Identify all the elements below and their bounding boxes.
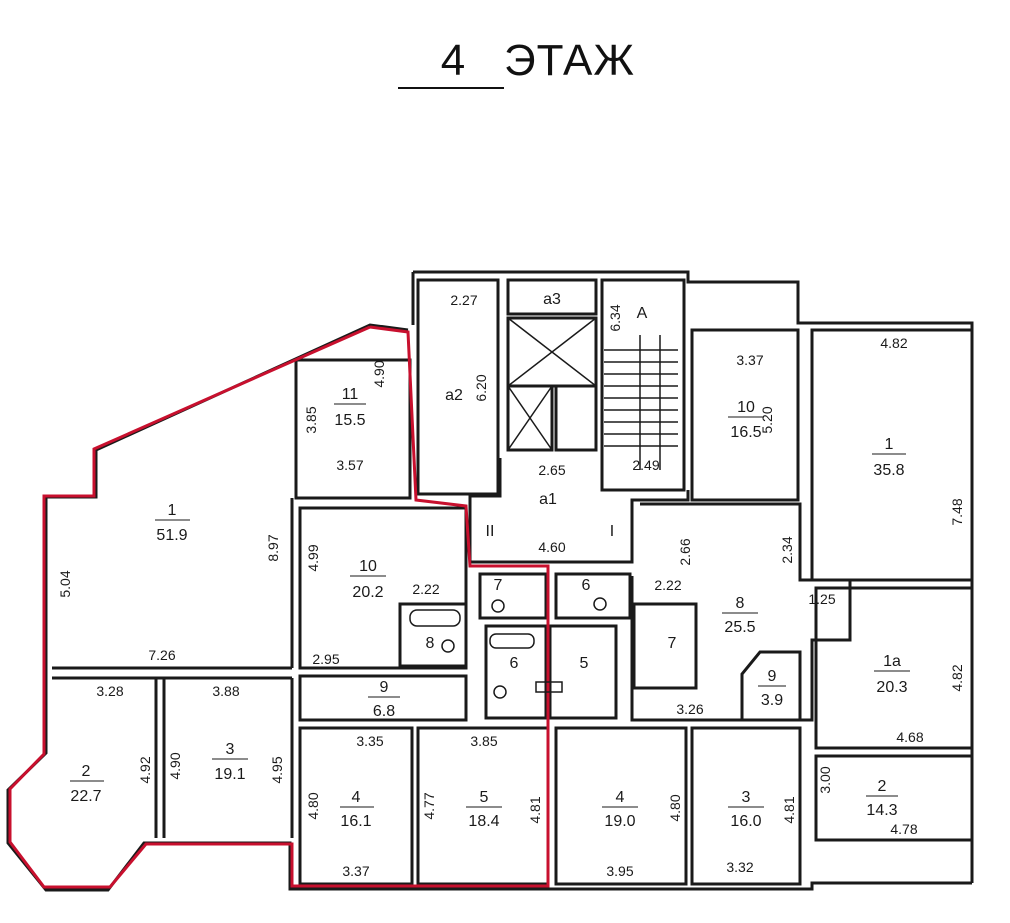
dimension-label: 4.92 bbox=[137, 756, 153, 783]
room-2-left-number: 2 bbox=[82, 763, 91, 780]
lobby-a1-label: a1 bbox=[539, 491, 557, 508]
dimension-label: 4.60 bbox=[538, 539, 565, 555]
dimension-label: 4.78 bbox=[890, 821, 917, 837]
dimension-label: 3.00 bbox=[817, 766, 833, 793]
dimension-label: 2.22 bbox=[654, 577, 681, 593]
dimension-label: 6.20 bbox=[473, 374, 489, 401]
room-a3-label: a3 bbox=[543, 291, 561, 308]
dimension-label: 3.37 bbox=[736, 352, 763, 368]
dimension-label: 4.81 bbox=[527, 796, 543, 823]
stair-a-label: A bbox=[637, 305, 648, 322]
room-5-left-area: 18.4 bbox=[468, 813, 499, 830]
room-3-left-number: 3 bbox=[226, 741, 235, 758]
dimension-label: 4.82 bbox=[949, 664, 965, 691]
dimension-label: 3.32 bbox=[726, 859, 753, 875]
room-10-left-number: 10 bbox=[359, 558, 377, 575]
room-4-left-number: 4 bbox=[352, 789, 361, 806]
room-2-right-number: 2 bbox=[878, 778, 887, 795]
room-7-right-number: 7 bbox=[668, 635, 677, 652]
room-1-right-number: 1 bbox=[885, 436, 894, 453]
dimension-label: 3.35 bbox=[356, 733, 383, 749]
room-6-right-number: 6 bbox=[582, 577, 591, 594]
dimension-label: 4.80 bbox=[305, 792, 321, 819]
dimension-label: 4.68 bbox=[896, 729, 923, 745]
dimension-label: 5.04 bbox=[57, 570, 73, 597]
room-3-right-number: 3 bbox=[742, 789, 751, 806]
room-8-right-number: 8 bbox=[736, 595, 745, 612]
room-5-center-number: 5 bbox=[580, 655, 589, 672]
room-5-left-number: 5 bbox=[480, 789, 489, 806]
dimension-label: 3.85 bbox=[303, 406, 319, 433]
dimension-label: 7.48 bbox=[949, 498, 965, 525]
dimension-label: 4.80 bbox=[667, 794, 683, 821]
dimension-label: 4.82 bbox=[880, 335, 907, 351]
room-8-right-area: 25.5 bbox=[724, 619, 755, 636]
room-9-left-area: 6.8 bbox=[373, 703, 395, 720]
dimension-label: 3.28 bbox=[96, 683, 123, 699]
floor-number-underline bbox=[398, 87, 504, 89]
dimension-label: 3.85 bbox=[470, 733, 497, 749]
dimension-label: 4.81 bbox=[781, 796, 797, 823]
dimension-label: 2.95 bbox=[312, 651, 339, 667]
room-11-number: 11 bbox=[342, 386, 359, 403]
room-8-left-number: 8 bbox=[426, 635, 435, 652]
dimension-label: 5.20 bbox=[759, 406, 775, 433]
room-2-right-area: 14.3 bbox=[866, 802, 897, 819]
corridor-a2-label: a2 bbox=[445, 387, 463, 404]
dimension-label: 2.27 bbox=[450, 292, 477, 308]
room-11-area: 15.5 bbox=[334, 412, 365, 429]
room-10-right-number: 10 bbox=[737, 399, 755, 416]
dimension-label: 3.57 bbox=[336, 457, 363, 473]
room-1a-area: 20.3 bbox=[876, 679, 907, 696]
room-1a-number: 1a bbox=[883, 653, 901, 670]
floor-number: 4 bbox=[440, 36, 466, 85]
dimension-label: 2.65 bbox=[538, 462, 565, 478]
dimension-label: 8.97 bbox=[265, 534, 281, 561]
dimension-label: 3.26 bbox=[676, 701, 703, 717]
dimension-label: 2.22 bbox=[412, 581, 439, 597]
walls bbox=[6, 270, 974, 892]
dimension-label: 3.95 bbox=[606, 863, 633, 879]
room-3-left-area: 19.1 bbox=[214, 766, 245, 783]
section-ii-label: II bbox=[486, 523, 495, 540]
room-10-left-area: 20.2 bbox=[352, 584, 383, 601]
room-1-right-area: 35.8 bbox=[873, 462, 904, 479]
room-1-left-area: 51.9 bbox=[156, 527, 187, 544]
room-10-right-area: 16.5 bbox=[730, 424, 761, 441]
dimension-label: 3.37 bbox=[342, 863, 369, 879]
dimension-label: 2.34 bbox=[779, 536, 795, 563]
dimension-label: 2.66 bbox=[677, 538, 693, 565]
room-9-right-area: 3.9 bbox=[761, 692, 783, 709]
room-9-left-number: 9 bbox=[380, 679, 389, 696]
room-7-left-number: 7 bbox=[494, 577, 503, 594]
room-3-right-area: 16.0 bbox=[730, 813, 761, 830]
room-4-right-area: 19.0 bbox=[604, 813, 635, 830]
room-1-left-number: 1 bbox=[168, 502, 177, 519]
section-i-label: I bbox=[610, 523, 614, 540]
floor-title-word: ЭТАЖ bbox=[504, 36, 636, 85]
room-9-right-number: 9 bbox=[768, 668, 777, 685]
apartment-boundary bbox=[8, 325, 550, 889]
dimension-label: 4.77 bbox=[421, 792, 437, 819]
dimension-label: 3.88 bbox=[212, 683, 239, 699]
dimension-label: 2.49 bbox=[632, 457, 659, 473]
dimension-label: 1.25 bbox=[808, 591, 835, 607]
dimension-label: 6.34 bbox=[607, 304, 623, 331]
dimension-label: 4.99 bbox=[305, 544, 321, 571]
room-2-left-area: 22.7 bbox=[70, 788, 101, 805]
room-4-right-number: 4 bbox=[616, 789, 625, 806]
dimension-label: 4.95 bbox=[269, 756, 285, 783]
dimension-label: 4.90 bbox=[167, 752, 183, 779]
dimension-label: 7.26 bbox=[148, 647, 175, 663]
dimension-label: 4.90 bbox=[371, 360, 387, 387]
plumbing-fixtures bbox=[409, 597, 607, 699]
room-4-left-area: 16.1 bbox=[340, 813, 371, 830]
room-6-center-number: 6 bbox=[510, 655, 519, 672]
